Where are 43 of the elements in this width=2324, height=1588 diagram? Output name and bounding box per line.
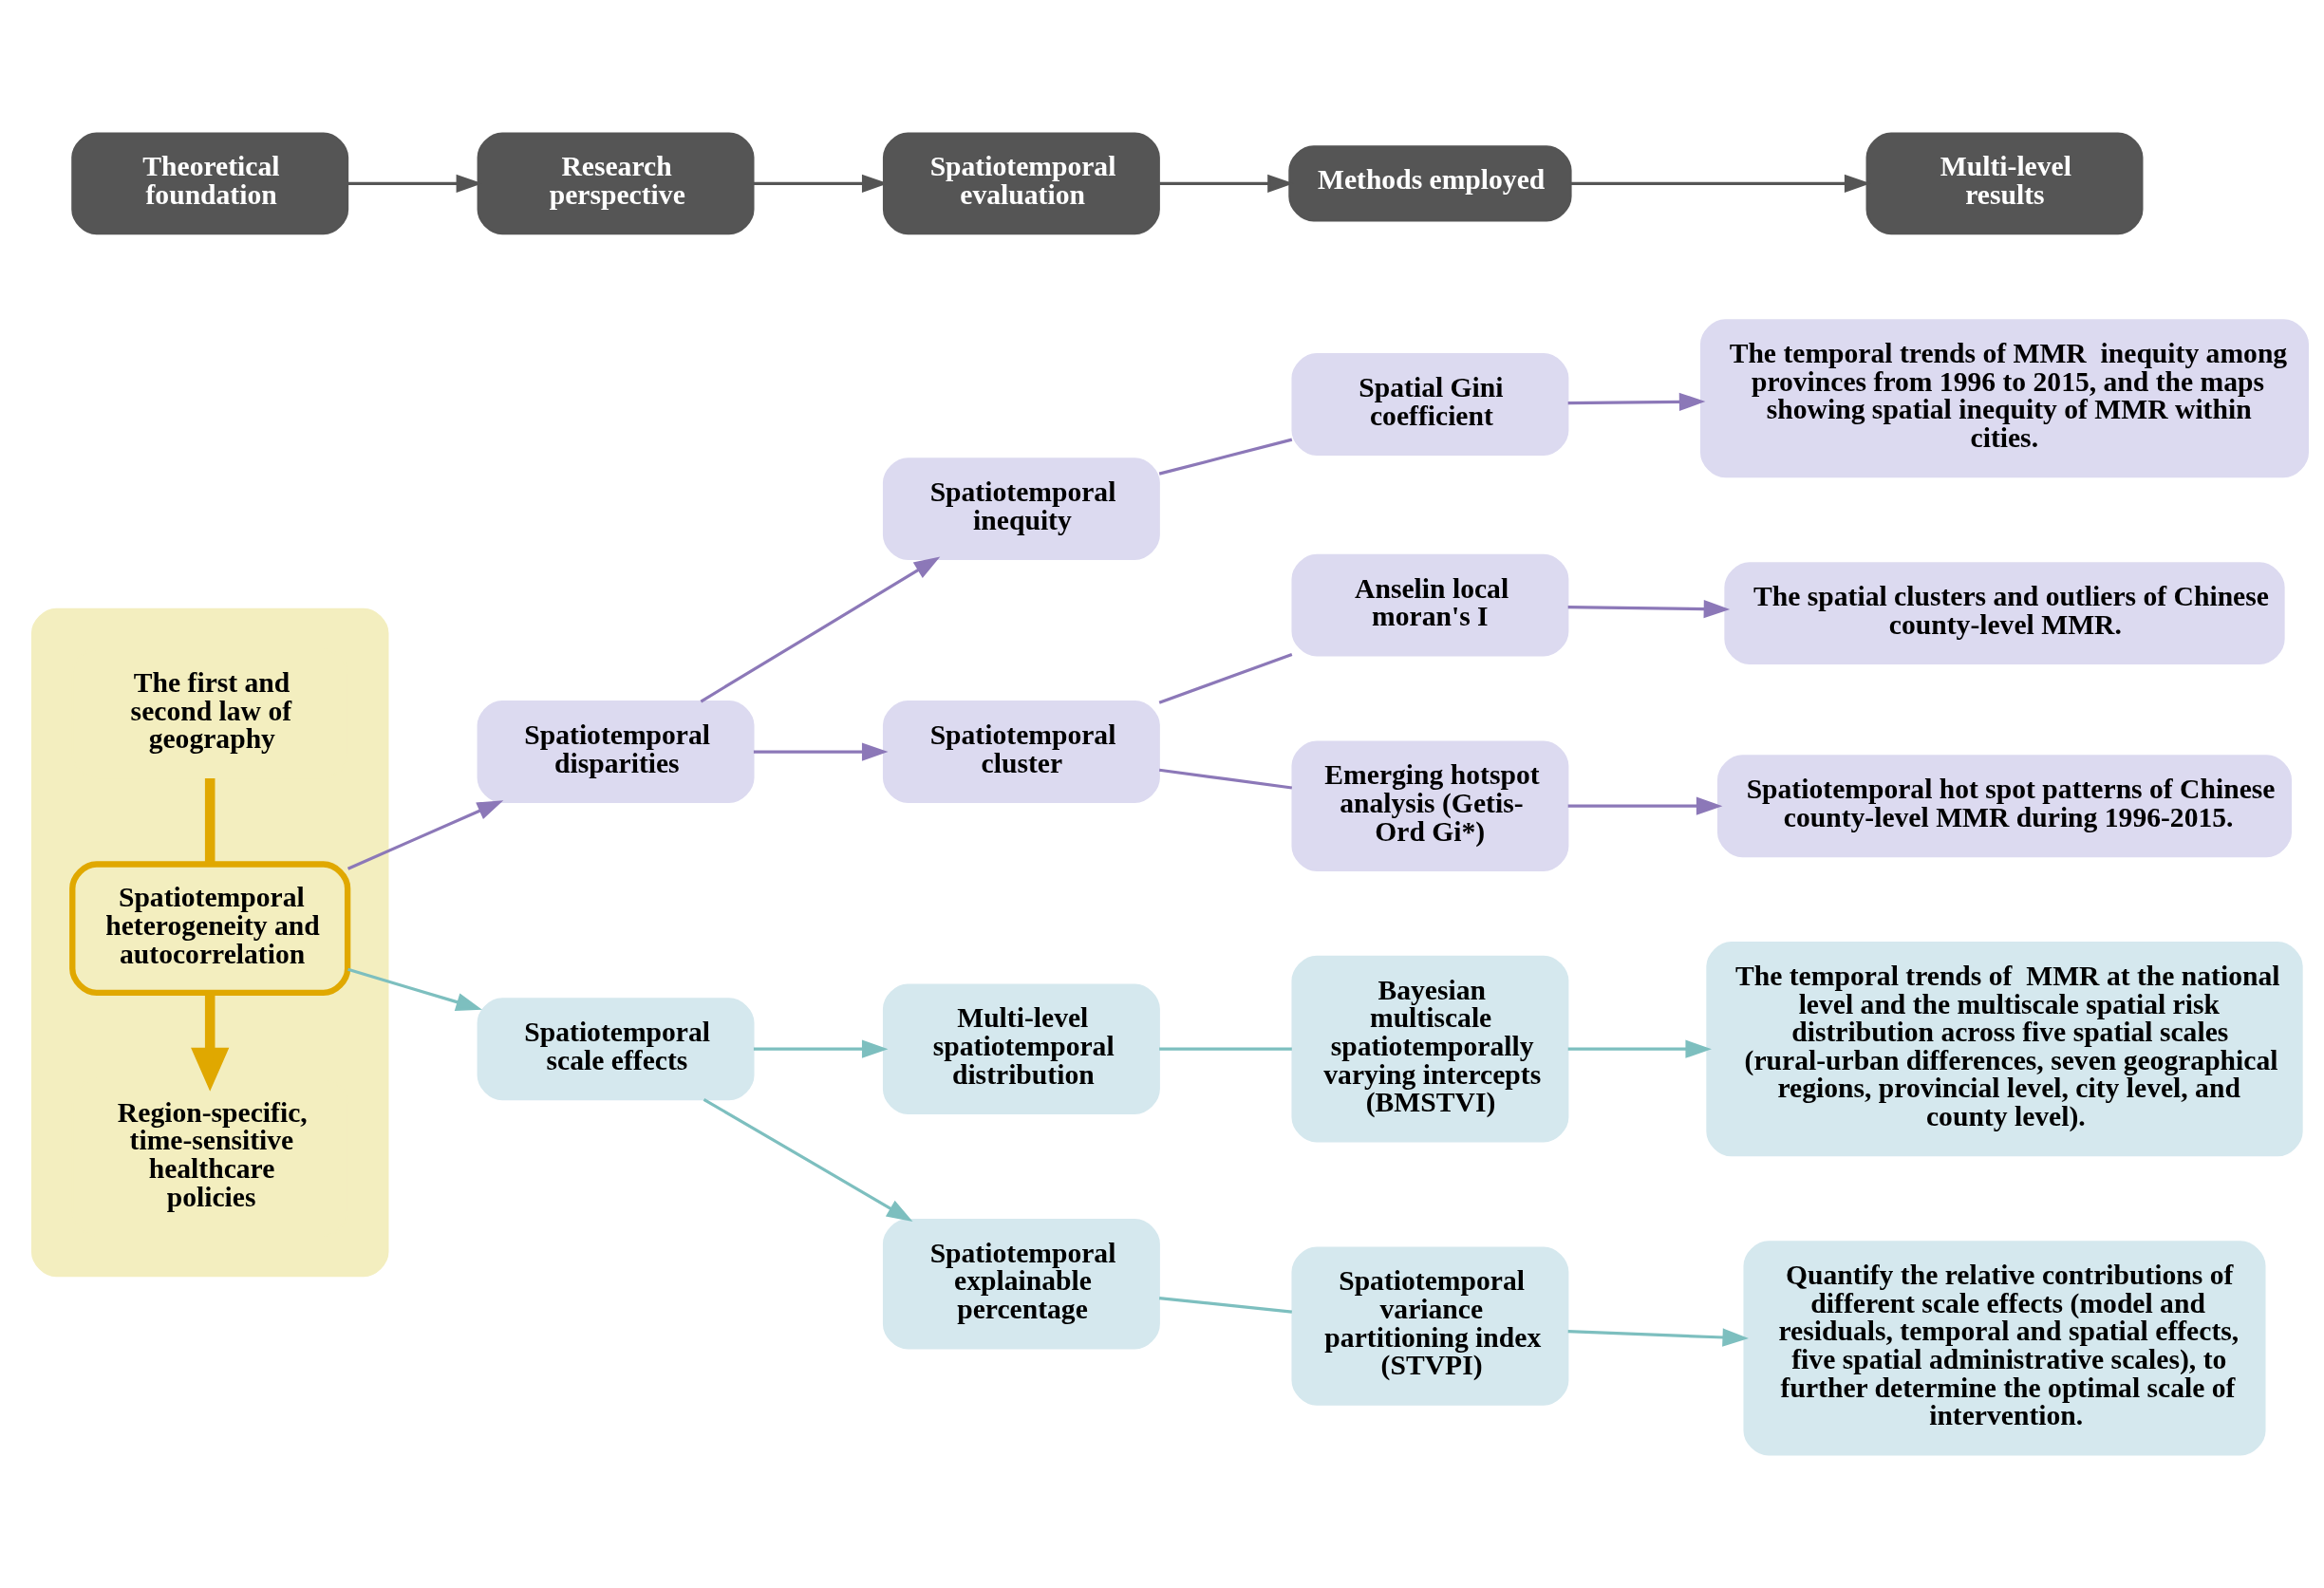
node-box: Multi-level results — [1865, 132, 2144, 235]
node-box: Methods employed — [1288, 145, 1572, 222]
connector — [1158, 438, 1293, 476]
node-box: Theoretical foundation — [71, 132, 349, 235]
arrow — [191, 993, 230, 1092]
connector — [1158, 653, 1293, 704]
node-box: Anselin local moran's I — [1291, 553, 1569, 657]
node-box: Spatial Gini coefficient — [1291, 353, 1569, 456]
connector — [204, 777, 216, 865]
node-box: Spatiotemporal inequity — [882, 458, 1160, 561]
node-box: Spatiotemporal heterogeneity and autocorrelation — [69, 861, 351, 997]
node-box: Spatiotemporal evaluation — [882, 132, 1160, 235]
node-box: Spatiotemporal scale effects — [477, 998, 755, 1101]
cluster — [30, 607, 389, 1278]
node-box: The temporal trends of MMR inequity among provinces from 1996 to 2015, and the maps showing spatial inequity of MMR within cities. — [1700, 319, 2309, 478]
arrow — [1567, 1039, 1712, 1058]
node-text: The first and second law of geography — [130, 667, 292, 755]
node-box: The temporal trends of MMR at the national level and the multiscale spatial risk distribution across five spatial scales (rural-urban differences, seven geographical regions, provincial level, city level, and county level). — [1706, 942, 2303, 1157]
arrow — [347, 800, 504, 870]
arrow — [1567, 392, 1706, 411]
connector — [1159, 1297, 1292, 1314]
connector — [1158, 768, 1293, 790]
node-box: Spatiotemporal variance partitioning index (STVPI) — [1291, 1246, 1569, 1406]
arrow — [1567, 796, 1723, 815]
arrow — [1567, 1328, 1749, 1347]
arrow — [703, 1097, 913, 1223]
arrow — [700, 556, 941, 703]
node-box: Spatiotemporal cluster — [882, 701, 1160, 803]
node-text: Region-specific, time-sensitive healthcare policies — [117, 1096, 308, 1212]
node-box: Spatiotemporal disparities — [477, 701, 755, 803]
node-box: Quantify the relative contributions of different scale effects (model and residuals, temporal and spatial effects, five spatial administrative scales), to further determine the optimal scale of intervention. — [1743, 1241, 2266, 1456]
arrow — [753, 1039, 889, 1058]
arrow — [1567, 600, 1731, 619]
node-box: Spatiotemporal hot spot patterns of Chinese county-level MMR during 1996-2015. — [1716, 755, 2293, 858]
connector — [1159, 1047, 1292, 1051]
node-box: The spatial clusters and outliers of Chinese county-level MMR. — [1724, 562, 2285, 665]
node-box: Multi-level spatiotemporal distribution — [882, 983, 1160, 1114]
node-box: Emerging hotspot analysis (Getis-Ord Gi*) — [1291, 740, 1569, 871]
arrow — [753, 742, 889, 761]
node-box: Bayesian multiscale spatiotemporally varying intercepts (BMSTVI) — [1291, 955, 1569, 1143]
node-box: Spatiotemporal explainable percentage — [882, 1218, 1160, 1350]
arrow — [347, 967, 482, 1011]
node-box: Research perspective — [477, 132, 755, 235]
